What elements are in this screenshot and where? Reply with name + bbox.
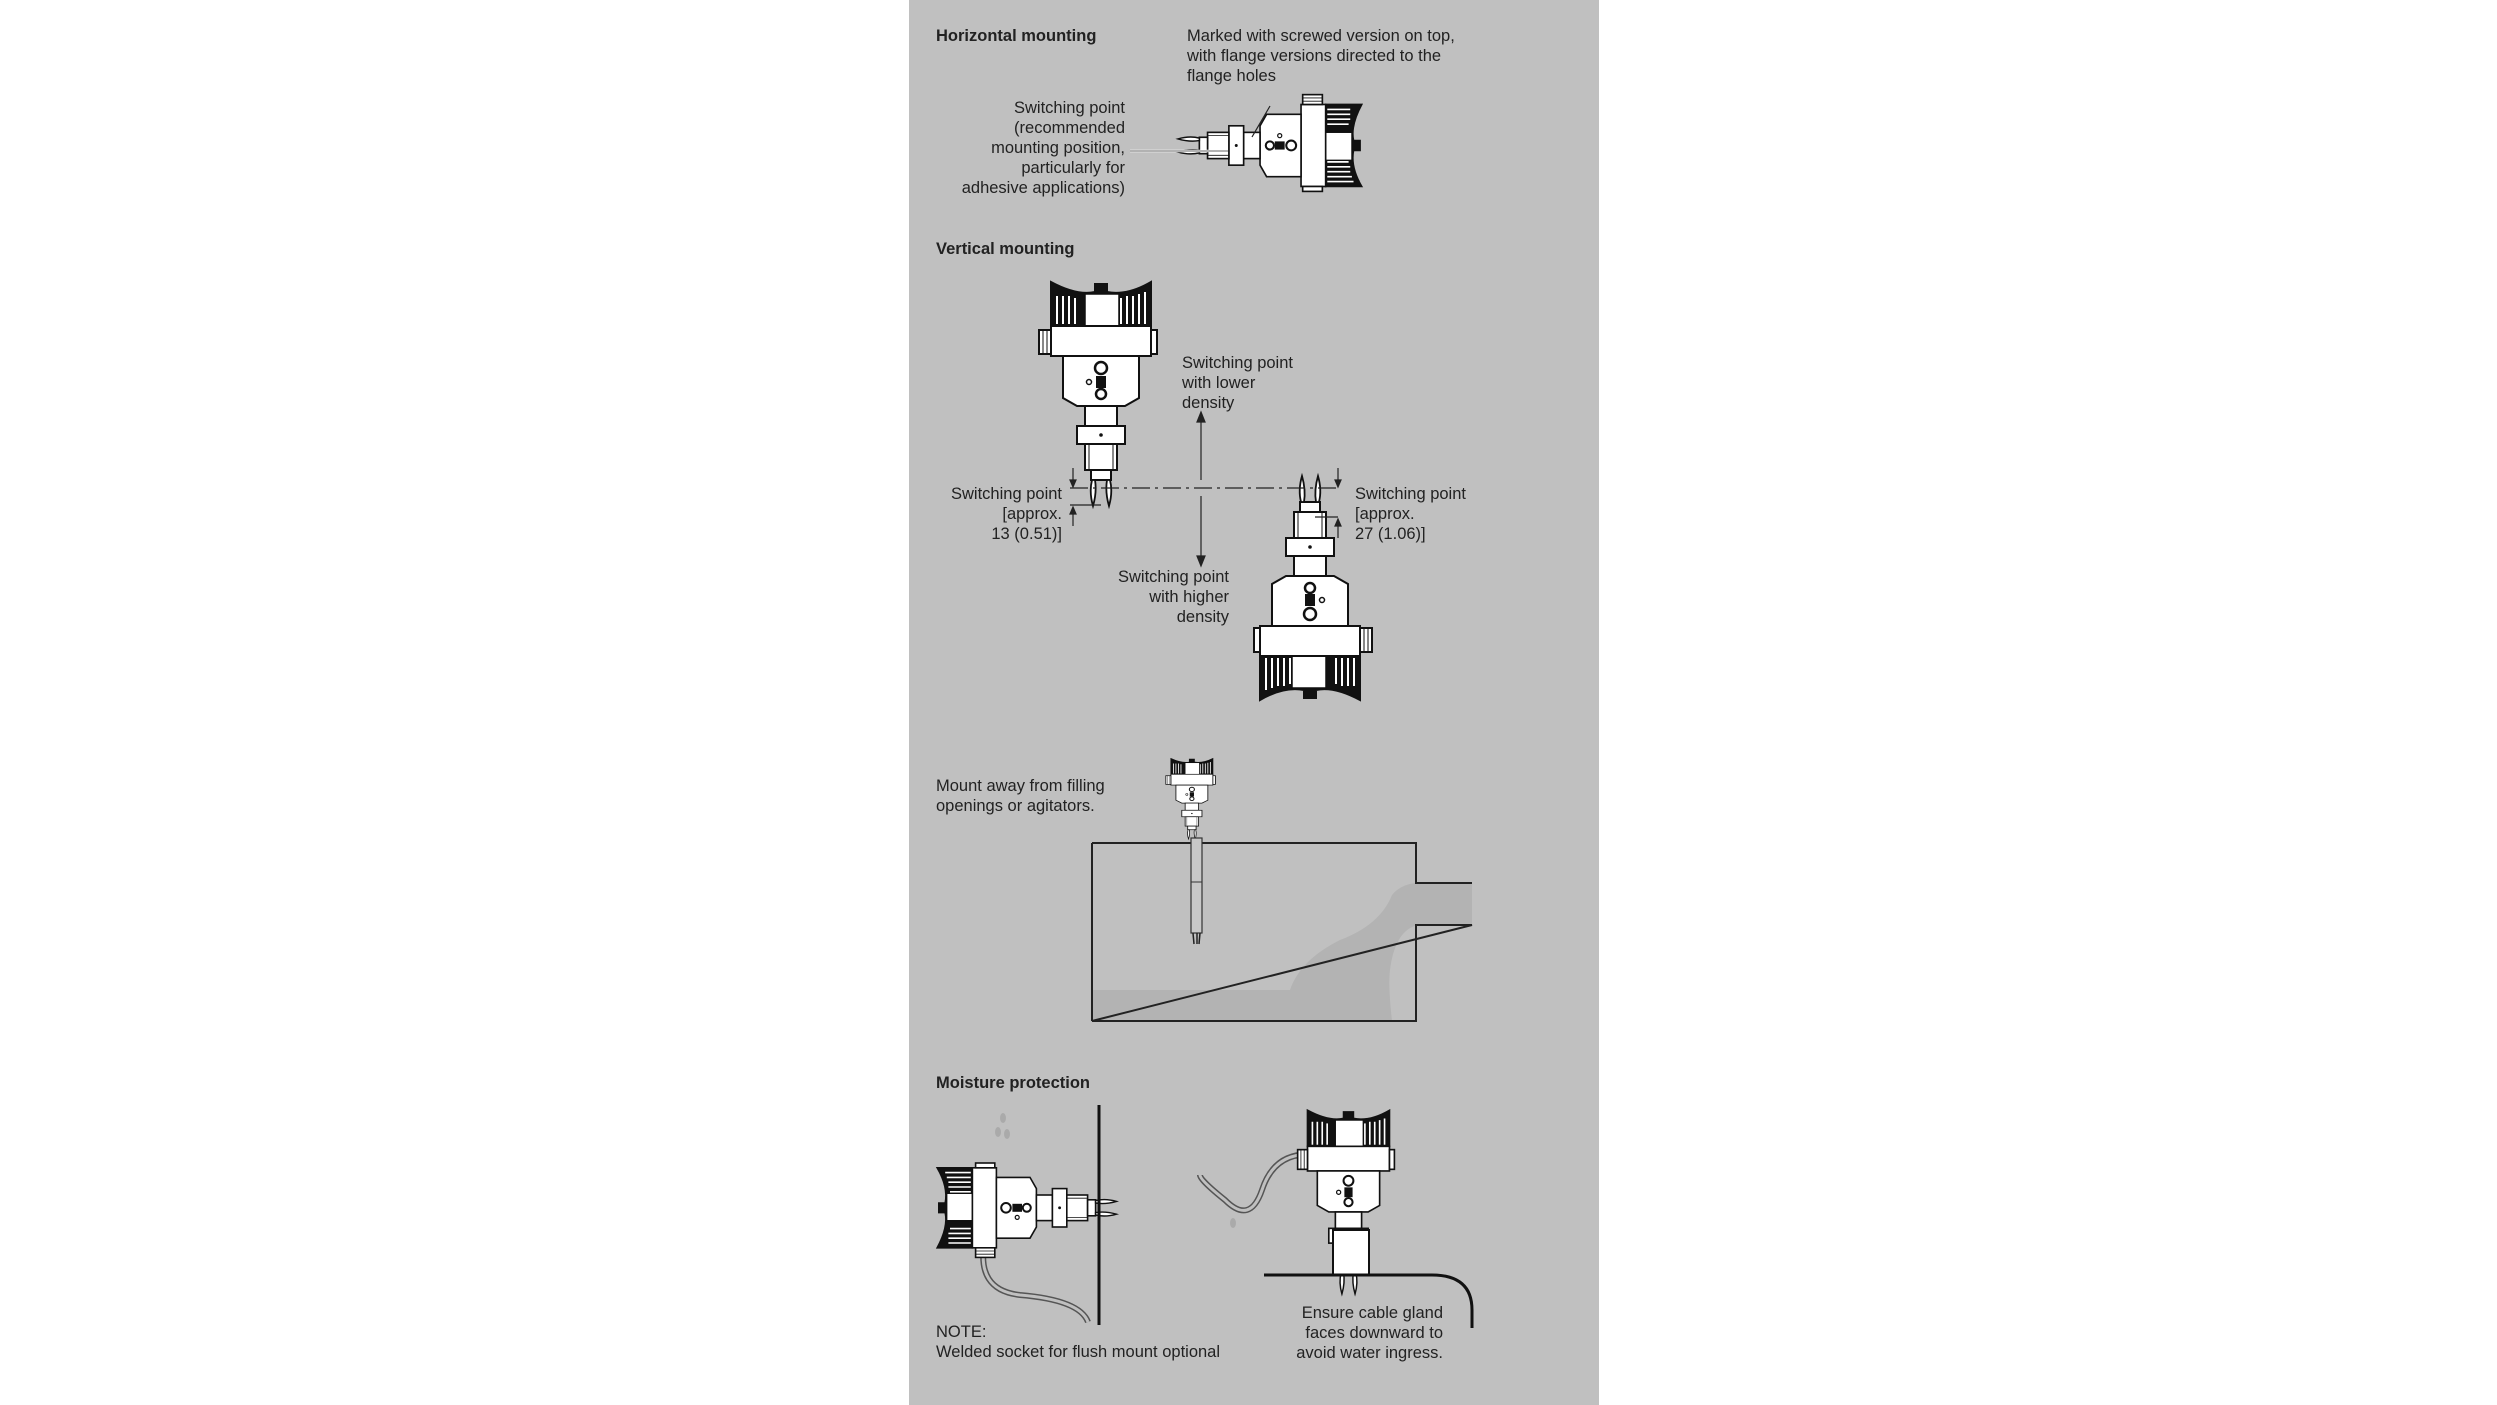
note-text: Welded socket for flush mount optional: [936, 1343, 1220, 1361]
tank-note-line: openings or agitators.: [936, 797, 1095, 815]
gland-note-line: avoid water ingress.: [1296, 1344, 1443, 1362]
density-arrows: [1069, 410, 1342, 568]
vessel-ledge: [1264, 1273, 1474, 1328]
tank-note-line: Mount away from filling: [936, 777, 1105, 795]
left-switching-point-label: 13 (0.51)]: [991, 525, 1062, 543]
welded-socket: [1332, 1229, 1370, 1276]
marking-note-line: flange holes: [1187, 67, 1276, 85]
lower-density-label: with lower: [1181, 374, 1256, 392]
vertical-mounting-heading: Vertical mounting: [936, 240, 1074, 258]
horizontal-mounting-heading: Horizontal mounting: [936, 27, 1096, 45]
switching-point-label: Switching point: [1014, 99, 1125, 117]
vertical-mounting-section: Vertical mounting Switching point with l…: [936, 240, 1466, 702]
lower-density-label: Switching point: [1182, 354, 1293, 372]
liquid-fill: [1092, 883, 1472, 1021]
tank-outline: [1091, 842, 1473, 1022]
marking-note-line: Marked with screwed version on top,: [1187, 27, 1455, 45]
right-switching-point-label: [approx.: [1355, 505, 1415, 523]
sensor-extension-rod: [1190, 837, 1203, 934]
gland-note-line: faces downward to: [1305, 1324, 1443, 1342]
marking-leader: [1251, 105, 1271, 138]
note-label: NOTE:: [936, 1323, 986, 1341]
switching-point-label: adhesive applications): [962, 179, 1125, 197]
higher-density-label: density: [1177, 608, 1230, 626]
tank-section: Mount away from filling openings or agit…: [936, 757, 1473, 1022]
switching-point-label: (recommended: [1014, 119, 1125, 137]
moisture-heading: Moisture protection: [936, 1074, 1090, 1092]
right-switching-point-label: 27 (1.06)]: [1355, 525, 1426, 543]
left-switching-point-label: Switching point: [951, 485, 1062, 503]
lower-density-label: density: [1182, 394, 1235, 412]
moisture-section: Moisture protection NOTE: Welded socket …: [936, 1074, 1474, 1362]
switching-point-label: particularly for: [1021, 159, 1125, 177]
gland-note-line: Ensure cable gland: [1302, 1304, 1443, 1322]
switching-point-label: mounting position,: [991, 139, 1125, 157]
left-switching-point-label: [approx.: [1002, 505, 1062, 523]
higher-density-label: with higher: [1148, 588, 1229, 606]
water-drop-icons: [995, 1113, 1236, 1228]
marking-note-line: with flange versions directed to the: [1186, 47, 1441, 65]
right-switching-point-label: Switching point: [1355, 485, 1466, 503]
horizontal-mounting-section: Horizontal mounting Marked with screwed …: [936, 27, 1455, 197]
diagram-panel: [909, 0, 1599, 1405]
higher-density-label: Switching point: [1118, 568, 1229, 586]
